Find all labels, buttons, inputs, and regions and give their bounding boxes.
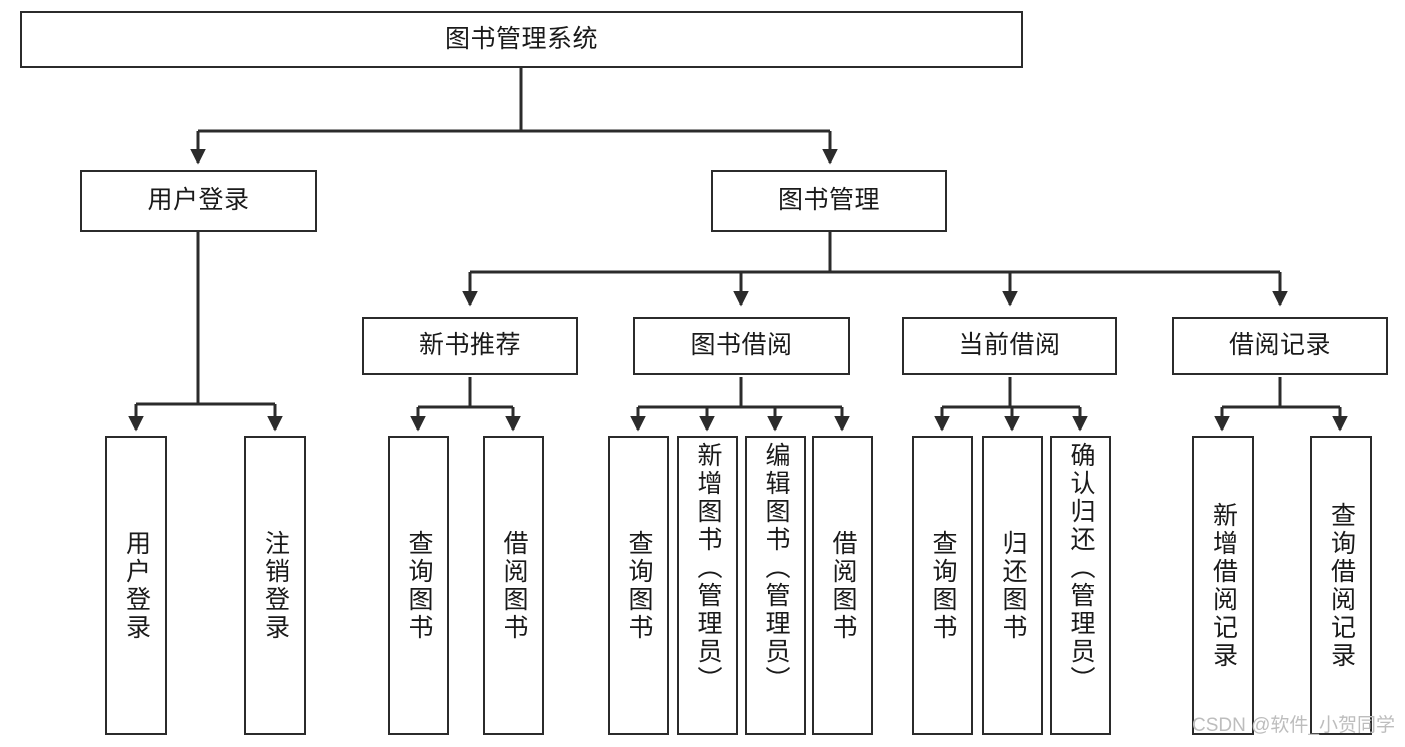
node-book-borrow-label: 图书借阅: [690, 331, 793, 360]
node-root-label: 图书管理系统: [444, 24, 598, 53]
node-leaf-borrow-book-1[interactable]: 借阅图书: [483, 436, 544, 735]
node-book-manage-label: 图书管理: [777, 186, 880, 215]
node-leaf-user-login-label: 用户登录: [122, 529, 151, 642]
node-leaf-confirm-return[interactable]: 确认归还（管理员）: [1050, 436, 1111, 735]
node-book-manage[interactable]: 图书管理: [711, 170, 947, 232]
csdn-watermark: CSDN @软件_小贺同学: [1192, 715, 1395, 736]
node-leaf-user-login[interactable]: 用户登录: [105, 436, 167, 735]
node-borrow-record[interactable]: 借阅记录: [1172, 317, 1388, 375]
node-leaf-query-record[interactable]: 查询借阅记录: [1310, 436, 1372, 735]
node-leaf-add-book-label: 新增图书（管理员）: [694, 442, 722, 694]
node-leaf-borrow-book-2-label: 借阅图书: [829, 529, 857, 642]
node-leaf-confirm-return-label: 确认归还（管理员）: [1067, 442, 1095, 694]
node-leaf-edit-book[interactable]: 编辑图书（管理员）: [745, 436, 806, 735]
node-leaf-user-logout-label: 注销登录: [261, 529, 290, 642]
node-leaf-query-book-1-label: 查询图书: [405, 529, 433, 642]
node-user-login[interactable]: 用户登录: [80, 170, 317, 232]
node-new-book-recommend-label: 新书推荐: [418, 331, 521, 360]
node-leaf-borrow-book-1-label: 借阅图书: [500, 529, 528, 642]
node-leaf-add-book[interactable]: 新增图书（管理员）: [677, 436, 738, 735]
node-leaf-borrow-book-2[interactable]: 借阅图书: [812, 436, 873, 735]
node-leaf-return-book-label: 归还图书: [999, 529, 1027, 642]
node-new-book-recommend[interactable]: 新书推荐: [362, 317, 578, 375]
node-current-borrow-label: 当前借阅: [958, 331, 1061, 360]
node-leaf-query-book-2[interactable]: 查询图书: [608, 436, 669, 735]
node-leaf-query-book-3-label: 查询图书: [929, 529, 957, 642]
node-leaf-query-book-1[interactable]: 查询图书: [388, 436, 449, 735]
node-leaf-query-book-3[interactable]: 查询图书: [912, 436, 973, 735]
node-book-borrow[interactable]: 图书借阅: [633, 317, 850, 375]
node-root[interactable]: 图书管理系统: [20, 11, 1023, 68]
node-leaf-query-record-label: 查询借阅记录: [1327, 501, 1356, 670]
node-leaf-edit-book-label: 编辑图书（管理员）: [762, 442, 790, 694]
node-leaf-add-record[interactable]: 新增借阅记录: [1192, 436, 1254, 735]
node-borrow-record-label: 借阅记录: [1228, 331, 1331, 360]
node-current-borrow[interactable]: 当前借阅: [902, 317, 1117, 375]
node-user-login-label: 用户登录: [147, 186, 250, 215]
node-leaf-user-logout[interactable]: 注销登录: [244, 436, 306, 735]
node-leaf-query-book-2-label: 查询图书: [625, 529, 653, 642]
node-leaf-return-book[interactable]: 归还图书: [982, 436, 1043, 735]
node-leaf-add-record-label: 新增借阅记录: [1209, 501, 1238, 670]
